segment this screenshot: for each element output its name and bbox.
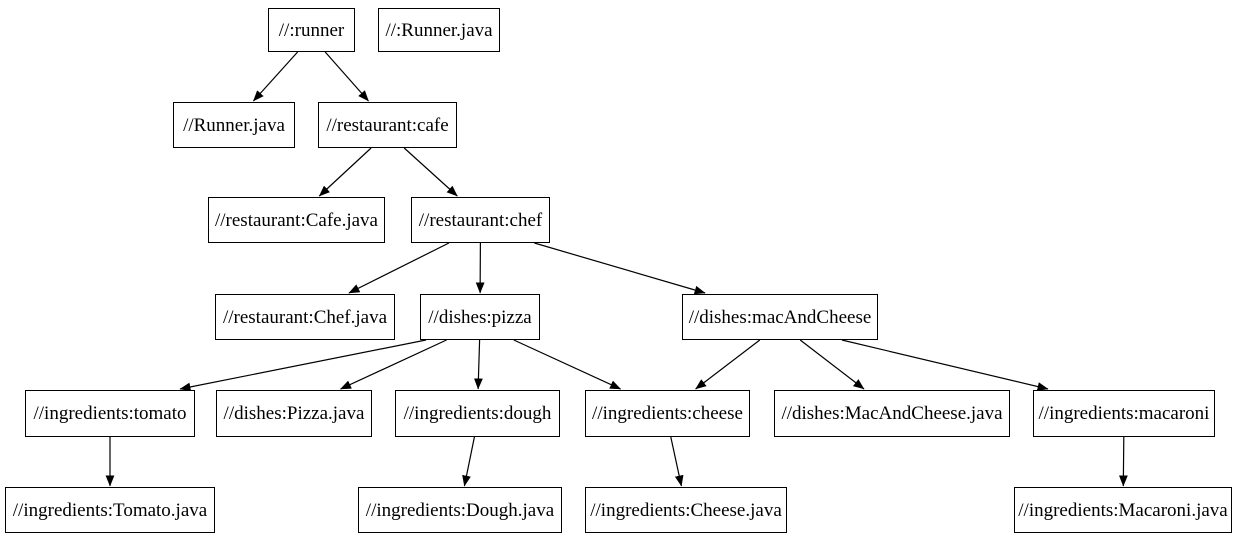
graph-edge-chef--mac-and-cheese xyxy=(534,242,706,295)
graph-node-macaroni: //ingredients:macaroni xyxy=(1033,390,1215,437)
graph-edge-cafe--cafe-java xyxy=(318,147,372,197)
graph-node-tomato: //ingredients:tomato xyxy=(25,390,195,437)
graph-edge-chef--chef-java xyxy=(348,242,450,294)
graph-node-pizza-java: //dishes:Pizza.java xyxy=(216,390,372,437)
graph-edge-runner--cafe xyxy=(324,51,369,102)
graph-edge-cafe--chef xyxy=(403,147,458,197)
graph-node-cheese-java: //ingredients:Cheese.java xyxy=(585,487,787,533)
graph-edge-cheese--cheese-java xyxy=(670,436,684,487)
graph-node-cheese: //ingredients:cheese xyxy=(585,390,750,437)
graph-node-runner-java-root: //:Runner.java xyxy=(378,8,500,52)
graph-edge-pizza--dough xyxy=(474,339,483,390)
graph-edge-pizza--tomato xyxy=(179,339,427,392)
graph-node-dough-java: //ingredients:Dough.java xyxy=(358,487,562,533)
graph-node-cafe-java: //restaurant:Cafe.java xyxy=(208,197,385,243)
graph-node-cafe: //restaurant:cafe xyxy=(318,102,457,148)
graph-edge-mac-and-cheese--cheese xyxy=(695,339,761,390)
graph-edge-pizza--cheese xyxy=(513,339,622,390)
graph-node-tomato-java: //ingredients:Tomato.java xyxy=(5,487,215,533)
graph-edge-pizza--pizza-java xyxy=(340,339,447,390)
graph-edge-mac-and-cheese--macaroni xyxy=(841,339,1049,391)
graph-node-pizza: //dishes:pizza xyxy=(420,294,540,340)
graph-node-mac-and-cheese-java: //dishes:MacAndCheese.java xyxy=(774,390,1010,437)
graph-node-runner-java: //Runner.java xyxy=(173,102,295,148)
graph-edge-mac-and-cheese--mac-and-cheese-java xyxy=(799,339,865,390)
graph-node-chef-java: //restaurant:Chef.java xyxy=(215,294,395,340)
graph-node-macaroni-java: //ingredients:Macaroni.java xyxy=(1014,487,1232,533)
graph-node-mac-and-cheese: //dishes:macAndCheese xyxy=(682,294,878,340)
graph-edge-macaroni--macaroni-java xyxy=(1119,436,1128,487)
graph-node-runner: //:runner xyxy=(268,8,355,52)
graph-edge-dough--dough-java xyxy=(462,436,475,487)
graph-node-dough: //ingredients:dough xyxy=(395,390,560,437)
graph-edge-runner--runner-java xyxy=(252,51,299,102)
graph-node-chef: //restaurant:chef xyxy=(411,197,550,243)
